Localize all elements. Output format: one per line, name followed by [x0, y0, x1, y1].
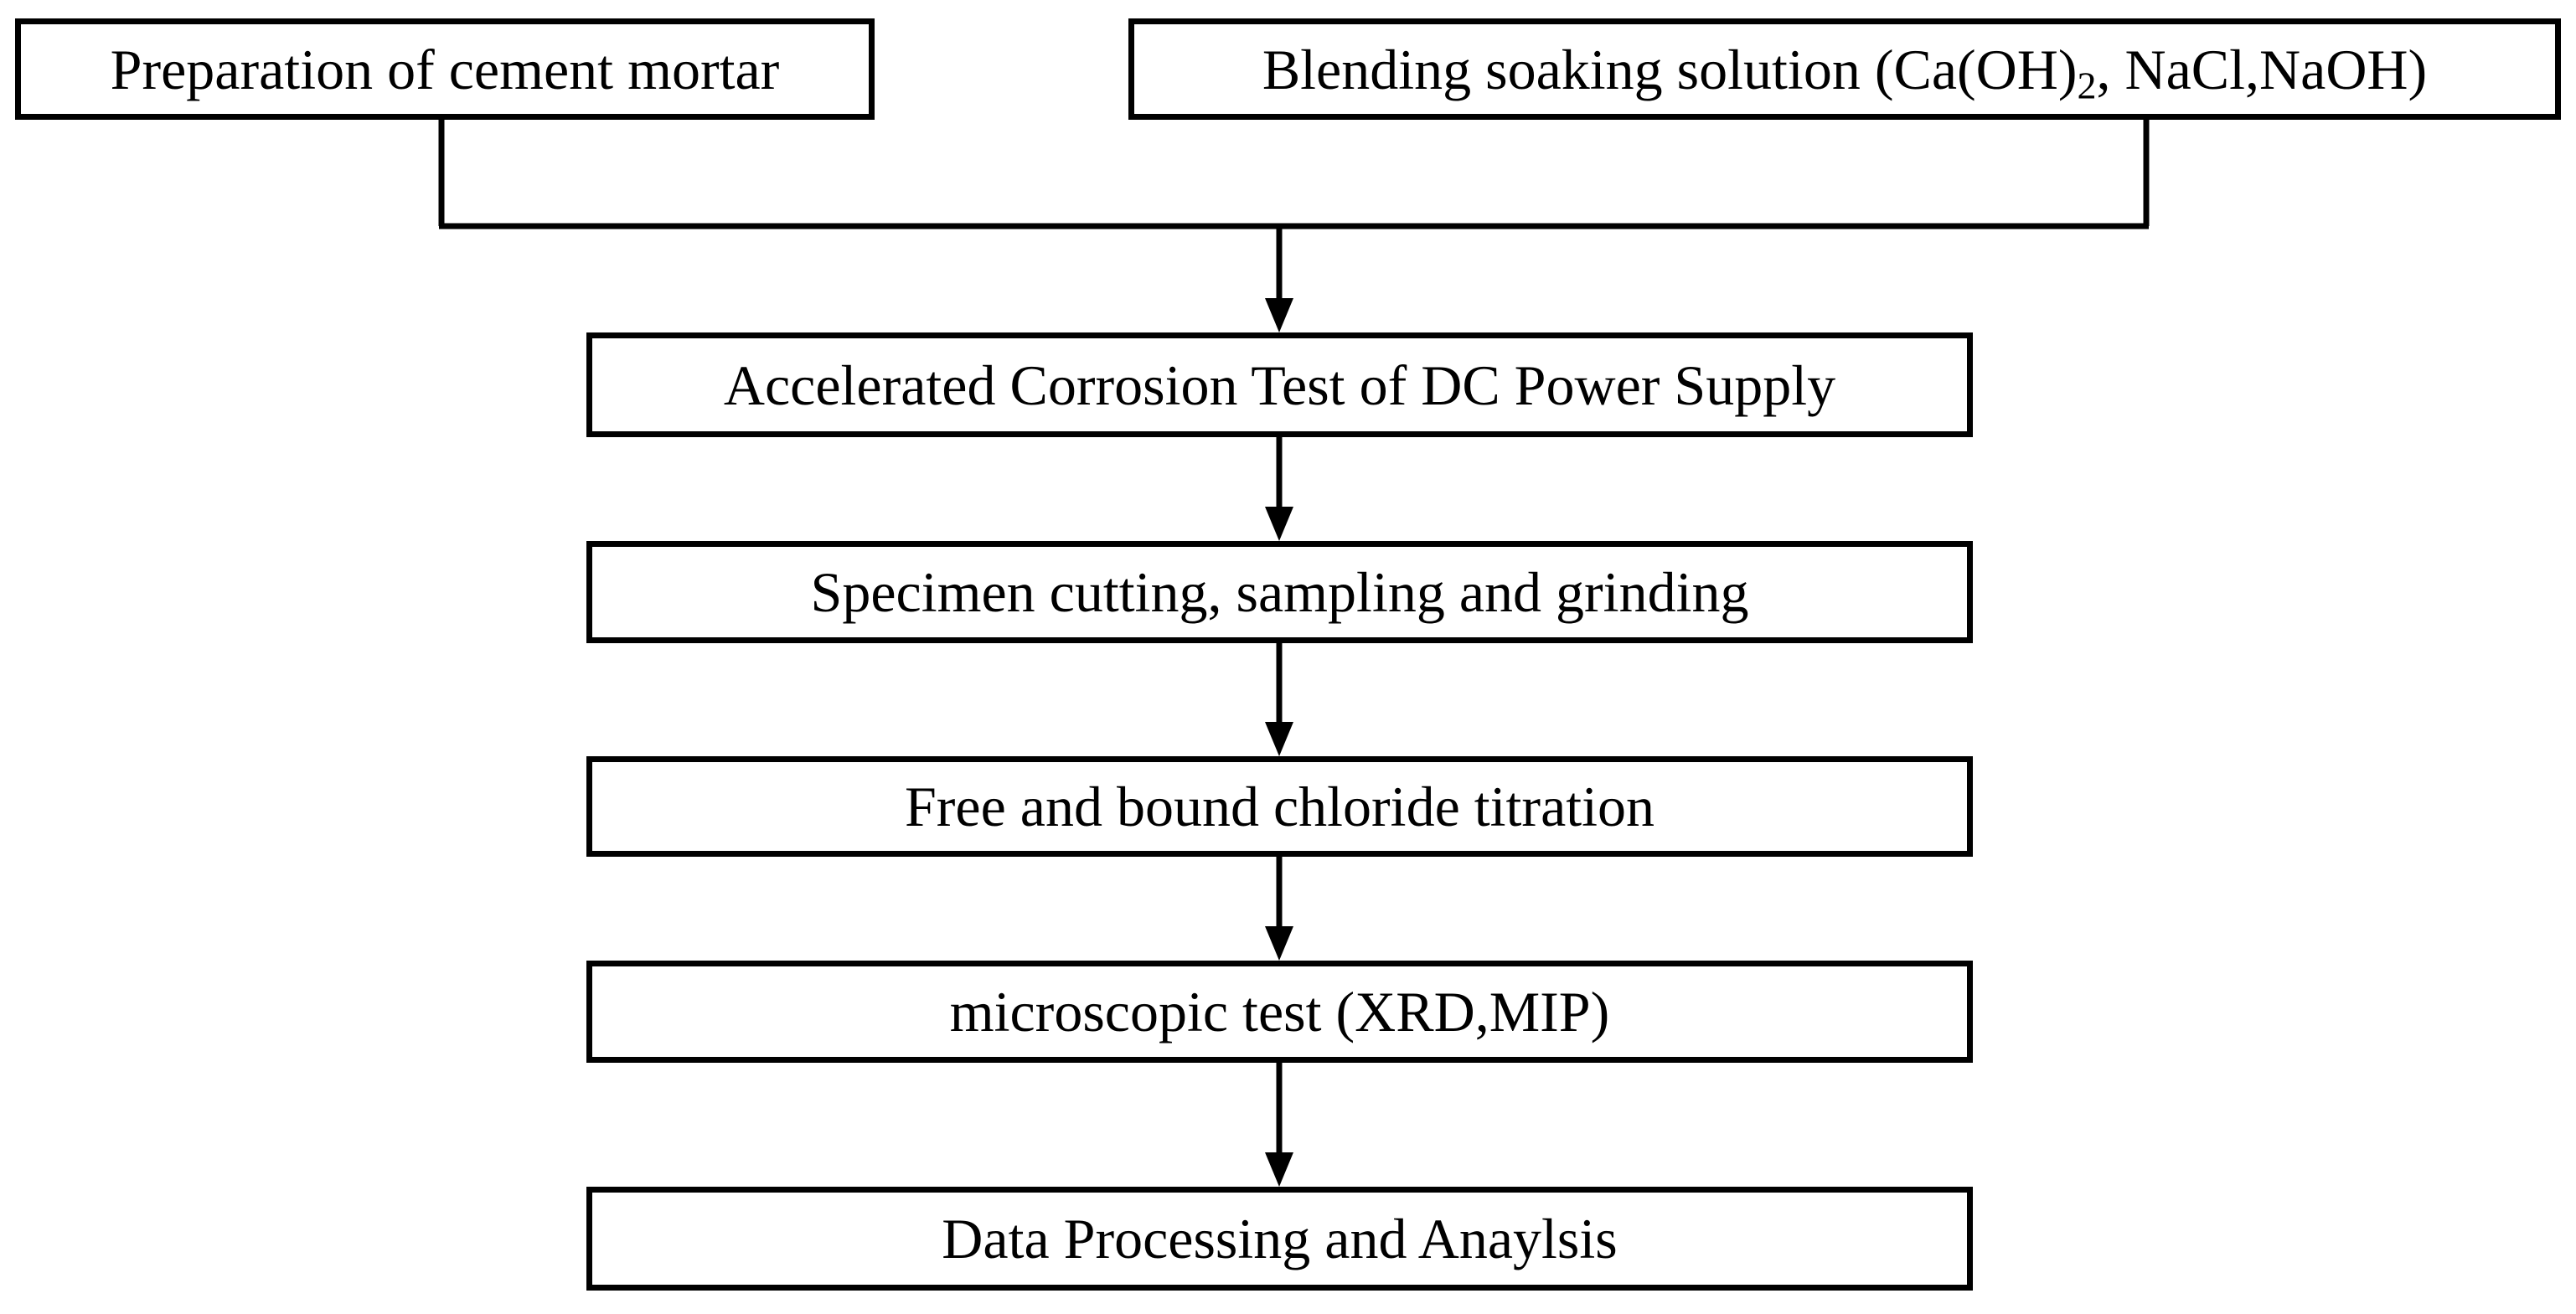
arrowhead-to-cutting — [1265, 507, 1293, 541]
step-specimen-cutting-label: Specimen cutting, sampling and grinding — [810, 560, 1749, 624]
step-data-processing-label: Data Processing and Anaylsis — [942, 1207, 1618, 1270]
arrowhead-to-microscopic — [1265, 926, 1293, 961]
step-chloride-titration-box: Free and bound chloride titration — [586, 756, 1973, 857]
step-accelerated-test-label: Accelerated Corrosion Test of DC Power S… — [723, 353, 1836, 417]
step-accelerated-test-box: Accelerated Corrosion Test of DC Power S… — [586, 332, 1973, 437]
step-blending-label-suffix: , NaCl,NaOH) — [2096, 37, 2428, 101]
step-chloride-titration-label: Free and bound chloride titration — [904, 775, 1655, 838]
step-microscopic-test-label: microscopic test (XRD,MIP) — [949, 980, 1610, 1043]
step-blending-label-prefix: Blending soaking solution (Ca(OH) — [1262, 37, 2078, 101]
step-blending-label: Blending soaking solution (Ca(OH)2, NaCl… — [1262, 37, 2428, 105]
step-preparation-box: Preparation of cement mortar — [15, 18, 875, 120]
arrowhead-to-titration — [1265, 722, 1293, 756]
step-blending-label-subscript: 2 — [2077, 64, 2097, 106]
arrowhead-to-accelerated — [1265, 298, 1293, 332]
step-data-processing-box: Data Processing and Anaylsis — [586, 1187, 1973, 1291]
step-blending-box: Blending soaking solution (Ca(OH)2, NaCl… — [1128, 18, 2561, 120]
step-preparation-label: Preparation of cement mortar — [110, 37, 780, 101]
arrowhead-to-data — [1265, 1152, 1293, 1187]
step-specimen-cutting-box: Specimen cutting, sampling and grinding — [586, 541, 1973, 643]
step-microscopic-test-box: microscopic test (XRD,MIP) — [586, 961, 1973, 1063]
